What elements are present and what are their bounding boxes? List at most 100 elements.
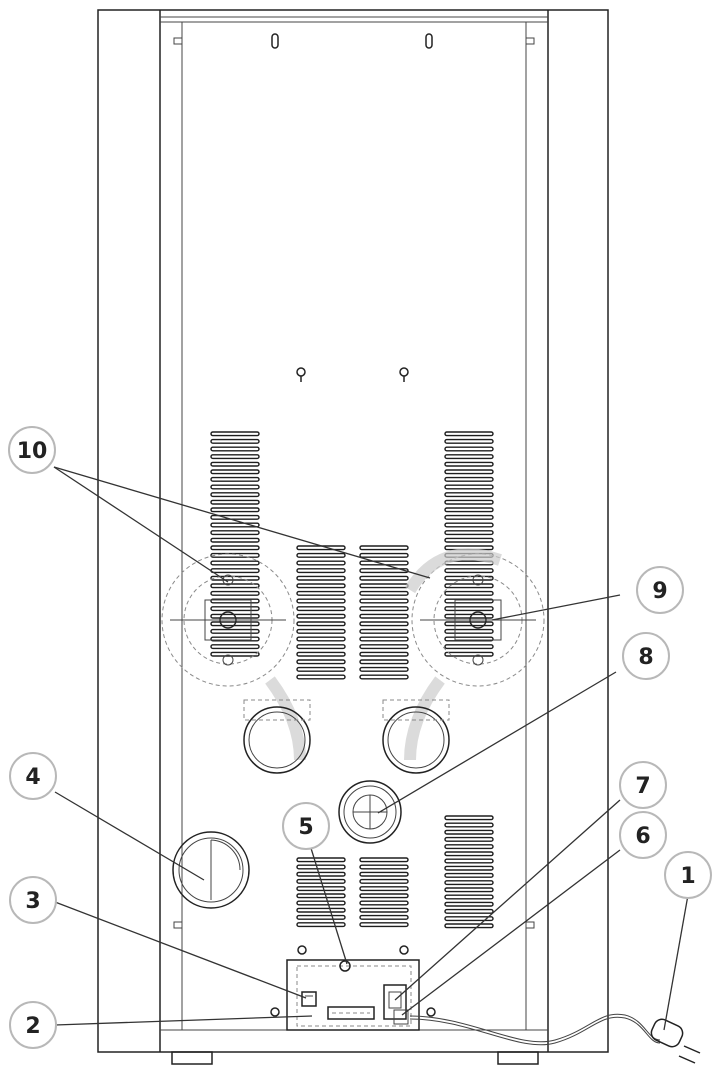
fan-bolt-left-top — [222, 574, 234, 586]
callout-circle-9 — [636, 566, 684, 614]
vent-lower-right-slot — [444, 858, 494, 864]
callout-2: 2 — [9, 1001, 57, 1049]
vent-upper-left-slot — [210, 431, 260, 437]
leader-10a — [53, 466, 229, 583]
vent-mid-right-slot — [359, 644, 409, 650]
vent-mid-left-slot — [296, 651, 346, 657]
vent-mid-left-slot — [296, 628, 346, 634]
callout-circle-10 — [8, 426, 56, 474]
vent-upper-right-slot — [444, 469, 494, 475]
vent-lower-mid-slot — [359, 878, 409, 884]
top-slot-left — [271, 33, 279, 49]
vent-upper-right-slot — [444, 606, 494, 612]
callout-4: 4 — [9, 752, 57, 800]
vent-mid-right-slot — [359, 598, 409, 604]
vent-mid-left-slot — [296, 606, 346, 612]
vent-upper-left-slot — [210, 469, 260, 475]
vent-lower-right-slot — [444, 844, 494, 850]
vent-upper-left-slot — [210, 628, 260, 634]
vent-upper-left-slot — [210, 530, 260, 536]
vent-lower-right-slot — [444, 822, 494, 828]
vent-mid-right-slot — [359, 590, 409, 596]
vent-mid-left-slot — [296, 613, 346, 619]
main-switch-rocker — [388, 991, 402, 1009]
callout-label-2: 2 — [25, 1014, 40, 1039]
main-switch — [383, 984, 407, 1020]
leader-lines — [53, 466, 689, 1031]
leader-9 — [491, 594, 621, 621]
callout-circle-3 — [9, 876, 57, 924]
vent-upper-right-slot — [444, 461, 494, 467]
vent-lower-right-slot — [444, 815, 494, 821]
air-outlet-right — [382, 706, 450, 774]
vent-lower-left-slot — [296, 886, 346, 892]
vent-lower-left-slot — [296, 907, 346, 913]
fuse-holder — [301, 991, 317, 1007]
air-outlet-right-flange — [382, 699, 450, 721]
callout-label-9: 9 — [652, 579, 667, 604]
left-foot — [171, 1051, 213, 1065]
vent-lower-right-slot — [444, 916, 494, 922]
vent-mid-right-slot — [359, 613, 409, 619]
vent-upper-right-slot — [444, 484, 494, 490]
vent-lower-left-slot — [296, 900, 346, 906]
vent-lower-mid-slot — [359, 907, 409, 913]
callout-10: 10 — [8, 426, 56, 474]
vent-mid-left-slot — [296, 598, 346, 604]
fan-bolt-right-top — [472, 574, 484, 586]
vent-upper-left-slot — [210, 568, 260, 574]
air-outlet-left — [243, 706, 311, 774]
vent-upper-right-slot — [444, 454, 494, 460]
callout-1: 1 — [664, 851, 712, 899]
ventilation-slots — [210, 431, 494, 929]
power-cable — [409, 1013, 701, 1064]
vent-mid-left-slot — [296, 575, 346, 581]
vent-lower-left-slot — [296, 914, 346, 920]
vent-upper-right-slot — [444, 446, 494, 452]
vent-lower-mid-slot — [359, 914, 409, 920]
callout-circle-6 — [619, 811, 667, 859]
vent-lower-right-slot — [444, 908, 494, 914]
vent-upper-left-slot — [210, 651, 260, 657]
callout-9: 9 — [636, 566, 684, 614]
vent-lower-right-slot — [444, 872, 494, 878]
vent-lower-mid-slot — [359, 864, 409, 870]
air-outlet-right-inner — [387, 711, 445, 769]
vent-upper-right-slot — [444, 522, 494, 528]
vent-lower-mid-slot — [359, 900, 409, 906]
smoke-exhaust — [172, 831, 250, 909]
vent-lower-mid-slot — [359, 871, 409, 877]
vent-upper-left-slot — [210, 537, 260, 543]
callout-circle-5 — [282, 802, 330, 850]
vent-upper-right-slot — [444, 613, 494, 619]
hook-right — [399, 367, 409, 377]
vent-mid-left-slot — [296, 560, 346, 566]
fan-assembly-left — [161, 553, 295, 687]
vent-mid-left-slot — [296, 621, 346, 627]
hinge-bottom-right — [525, 921, 535, 929]
vent-lower-right-slot — [444, 865, 494, 871]
vent-mid-left-slot — [296, 644, 346, 650]
vent-upper-right-slot — [444, 438, 494, 444]
vent-upper-right-slot — [444, 476, 494, 482]
vent-mid-left-slot — [296, 636, 346, 642]
exhaust-inner — [178, 837, 244, 903]
vent-mid-right-slot — [359, 636, 409, 642]
vent-upper-left-slot — [210, 560, 260, 566]
intake-ring — [343, 785, 397, 839]
vent-mid-right-slot — [359, 674, 409, 680]
callout-label-4: 4 — [25, 765, 40, 790]
vent-upper-right-slot — [444, 530, 494, 536]
power-cord-2 — [409, 1016, 661, 1046]
vent-upper-left-slot — [210, 583, 260, 589]
intake-outer — [338, 780, 402, 844]
air-outlet-left-flange — [243, 699, 311, 721]
vent-lower-left-slot — [296, 922, 346, 928]
panel-outline — [286, 959, 420, 1031]
callout-circle-8 — [622, 632, 670, 680]
vent-mid-left-slot — [296, 659, 346, 665]
vent-upper-right-slot — [444, 621, 494, 627]
leader-1 — [663, 894, 689, 1031]
top-slot-right — [425, 33, 433, 49]
fan-housing-left — [161, 553, 295, 687]
